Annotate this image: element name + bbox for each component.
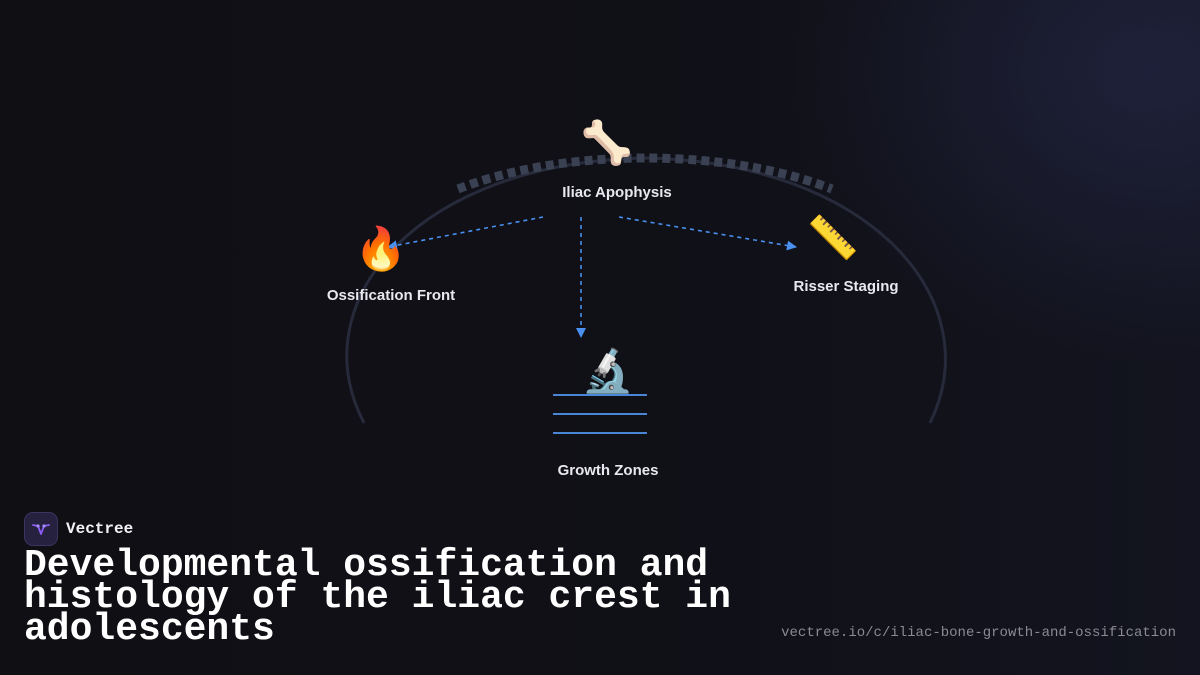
fire-icon: 🔥 (354, 224, 408, 273)
node-label-ossification-front: Ossification Front (326, 287, 456, 304)
apophysis-cap (456, 153, 834, 194)
brand: Vectree (24, 512, 133, 546)
vectree-logo-icon (24, 512, 58, 546)
source-url: vectree.io/c/iliac-bone-growth-and-ossif… (781, 625, 1176, 641)
microscope-icon: 🔬 (581, 346, 635, 395)
page-title: Developmental ossification and histology… (24, 544, 731, 651)
brand-name: Vectree (66, 520, 134, 538)
node-label-growth-zones: Growth Zones (557, 462, 659, 479)
node-label-iliac-apophysis: Iliac Apophysis (562, 184, 672, 201)
edge-apophysis-to-ossification (387, 216, 544, 251)
edge-apophysis-to-risser (618, 216, 797, 251)
bone-icon: 🦴 (580, 118, 634, 167)
iliac-crest-arc (345, 156, 947, 424)
ruler-icon: 📏 (806, 213, 860, 262)
node-label-risser-staging: Risser Staging (793, 278, 899, 295)
